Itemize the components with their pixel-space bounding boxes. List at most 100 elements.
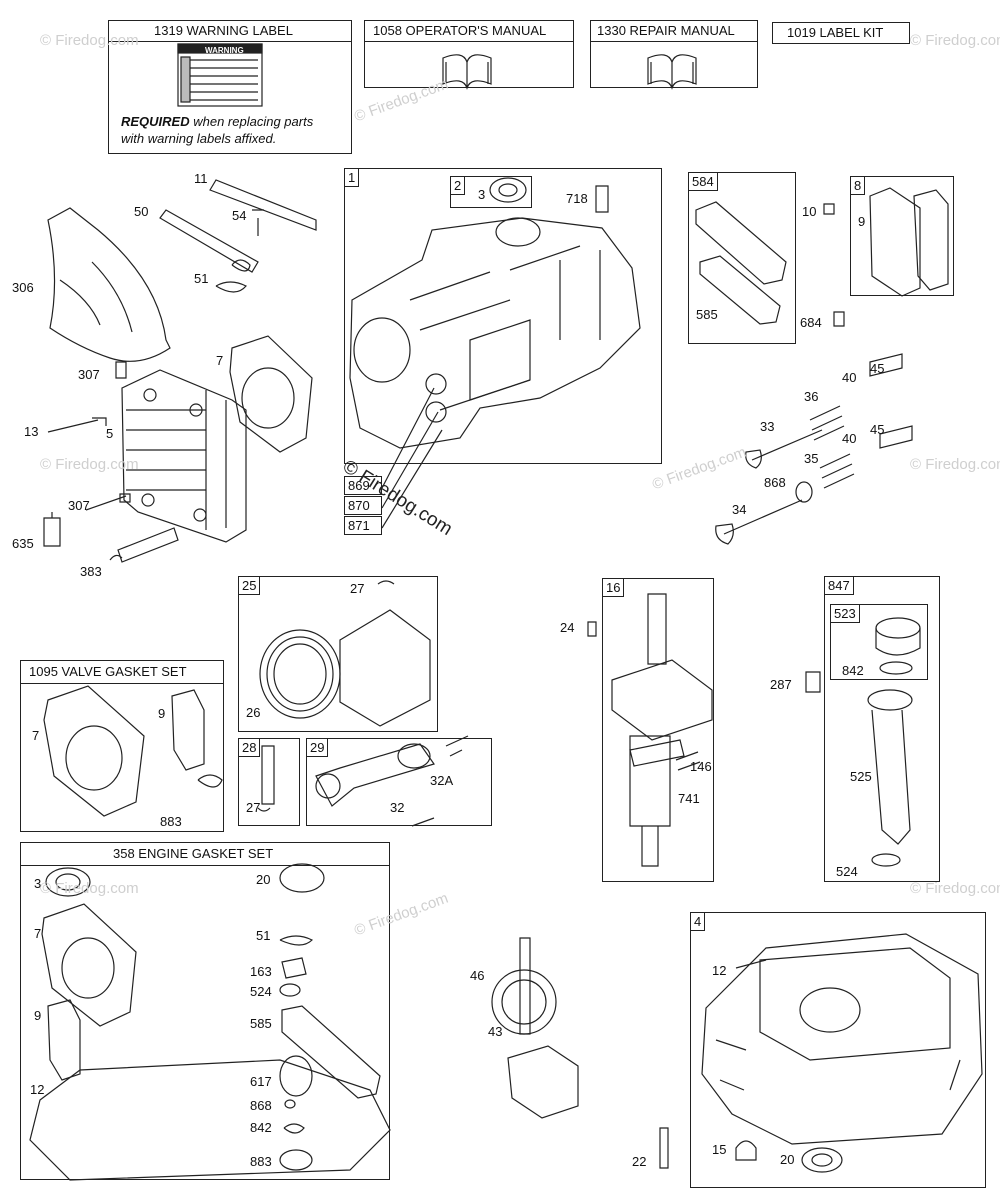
connecting-rod-art	[315, 735, 469, 827]
part-label-43: 43	[488, 1024, 503, 1039]
part-label-46: 46	[470, 968, 485, 983]
head-gasket-art	[229, 335, 313, 453]
leader-12-art	[735, 959, 767, 969]
sump-box	[690, 912, 986, 1188]
warning-decal-text: WARNING	[205, 46, 244, 55]
part-label-842-egs: 842	[250, 1120, 272, 1135]
part-label-3: 3	[478, 187, 486, 202]
part-label-12-sump: 12	[712, 963, 727, 978]
watermark: © Firedog.com	[40, 32, 139, 49]
breather-box	[850, 176, 954, 296]
part-label-34: 34	[732, 502, 747, 517]
part-label-146: 146	[690, 759, 712, 774]
pin-box	[238, 738, 300, 826]
watermark: © Firedog.com	[40, 456, 139, 473]
part-label-635: 635	[12, 536, 34, 551]
operators-manual-title: 1058 OPERATOR'S MANUAL	[373, 23, 547, 38]
part-label-35: 35	[804, 451, 819, 466]
tag-869: 869	[344, 476, 382, 495]
dipstick-cap-box	[830, 604, 928, 680]
exhaust-gasket-tag: 584	[688, 172, 718, 191]
warning-label-title: 1319 WARNING LABEL	[154, 23, 293, 38]
part-label-27-clip: 27	[246, 800, 261, 815]
part-label-617: 617	[250, 1074, 272, 1089]
tag-870: 870	[344, 496, 382, 515]
leader-lines-art	[381, 387, 443, 529]
part-label-20-sump: 20	[780, 1152, 795, 1167]
part-label-32: 32	[390, 800, 405, 815]
block-group-box	[344, 168, 662, 464]
part-label-54: 54	[232, 208, 247, 223]
part-label-842: 842	[842, 663, 864, 678]
part-label-585-egs: 585	[250, 1016, 272, 1031]
part-label-45: 45	[870, 361, 885, 376]
screw-684-art	[833, 311, 845, 327]
rod-tag: 29	[306, 738, 329, 757]
block-tag: 1	[344, 168, 360, 187]
piston-tag: 25	[238, 576, 261, 595]
required-note: REQUIRED when replacing parts with warni…	[121, 113, 313, 147]
part-label-24: 24	[560, 620, 575, 635]
dipstick-box	[824, 576, 940, 882]
part-label-15: 15	[712, 1142, 727, 1157]
part-label-9: 9	[858, 214, 866, 229]
part-label-40b: 40	[842, 431, 857, 446]
part-label-22: 22	[632, 1154, 647, 1169]
key-24-art	[587, 621, 597, 637]
piston-box	[238, 576, 438, 732]
crank-tag: 16	[602, 578, 625, 597]
warning-label-box: 1319 WARNING LABEL WARNING REQUIRED when…	[108, 20, 352, 154]
heat-shield-art	[47, 207, 171, 362]
repair-manual-title: 1330 REPAIR MANUAL	[597, 23, 735, 38]
part-label-50: 50	[134, 204, 149, 219]
part-label-40: 40	[842, 370, 857, 385]
part-label-585: 585	[696, 307, 718, 322]
part-label-868-egs: 868	[250, 1098, 272, 1113]
required-bold: REQUIRED	[121, 114, 190, 129]
part-label-51: 51	[194, 271, 209, 286]
breather-cover-art	[869, 187, 949, 297]
part-label-45b: 45	[870, 422, 885, 437]
valve-gasket-set-art	[43, 685, 223, 817]
part-label-741: 741	[678, 791, 700, 806]
book-icon-repair	[647, 54, 697, 90]
bolt-22-art	[659, 1127, 669, 1169]
required-line-2: with warning labels affixed.	[121, 131, 277, 146]
seal-20b-art	[801, 1147, 843, 1173]
part-label-883-vgs: 883	[160, 814, 182, 829]
watermark: © Firedog.com	[910, 456, 1000, 473]
exhaust-gasket-box	[688, 172, 796, 344]
sump-tag: 4	[690, 912, 706, 931]
part-label-26: 26	[246, 705, 261, 720]
bolt-13-art	[47, 417, 107, 433]
engine-gasket-set-box: 358 ENGINE GASKET SET	[20, 842, 390, 1180]
part-label-13: 13	[24, 424, 39, 439]
breather-tube-art	[159, 179, 317, 293]
part-label-718: 718	[566, 191, 588, 206]
label-kit-title: 1019 LABEL KIT	[787, 25, 884, 40]
engine-gasket-set-title: 358 ENGINE GASKET SET	[113, 846, 274, 861]
tag-871: 871	[344, 516, 382, 535]
part-label-9-egs: 9	[34, 1008, 42, 1023]
bolt-307-art	[115, 361, 127, 379]
part-label-7: 7	[216, 353, 224, 368]
required-rest: when replacing parts	[189, 114, 314, 129]
part-label-5: 5	[106, 426, 114, 441]
part-label-163: 163	[250, 964, 272, 979]
wrist-pin-art	[261, 745, 275, 805]
crankshaft-art	[611, 593, 713, 867]
watermark: © Firedog.com	[910, 32, 1000, 49]
part-label-12-egs: 12	[30, 1082, 45, 1097]
boot-635-art	[43, 512, 61, 547]
part-label-27: 27	[350, 581, 365, 596]
dipstick-tag: 847	[824, 576, 854, 595]
part-label-3-egs: 3	[34, 876, 42, 891]
part-label-51-egs: 51	[256, 928, 271, 943]
breather-tag: 8	[850, 176, 866, 195]
operators-manual-box: 1058 OPERATOR'S MANUAL	[364, 20, 574, 88]
part-label-11: 11	[194, 171, 208, 186]
part-label-306: 306	[12, 280, 34, 295]
part-label-287: 287	[770, 677, 792, 692]
valve-train-art	[715, 353, 913, 545]
